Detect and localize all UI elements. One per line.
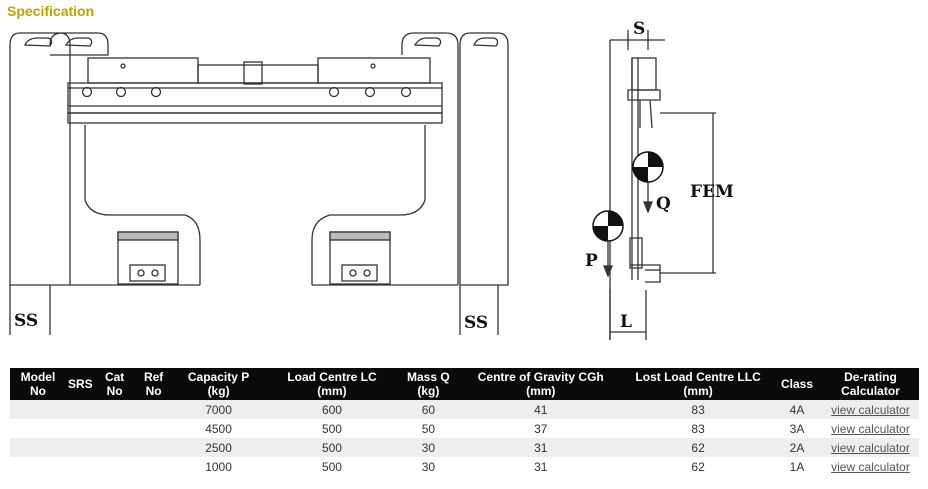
cell-load-centre: 500 — [264, 419, 400, 438]
cell-load-centre: 500 — [264, 457, 400, 476]
cell-class: 4A — [772, 400, 822, 419]
cell-model — [10, 457, 66, 476]
cell-srs — [65, 457, 95, 476]
cell-model — [10, 400, 66, 419]
label-ss-left: SS — [14, 311, 38, 331]
cog-symbol-q — [632, 151, 664, 183]
cell-ref — [134, 457, 173, 476]
cell-cat — [94, 400, 135, 419]
table-row: 4500 500 50 37 83 3A view calculator — [10, 419, 919, 438]
label-l: L — [620, 312, 632, 332]
cell-srs — [65, 438, 95, 457]
cell-mass: 50 — [399, 419, 458, 438]
cell-model — [10, 419, 66, 438]
cell-class: 2A — [772, 438, 822, 457]
cell-cat — [94, 457, 135, 476]
cell-mass: 30 — [399, 457, 458, 476]
cell-capacity: 7000 — [172, 400, 265, 419]
label-s: S — [633, 19, 645, 39]
cell-class: 3A — [772, 419, 822, 438]
cell-ref — [134, 419, 173, 438]
cell-ref — [134, 400, 173, 419]
cell-mass: 30 — [399, 438, 458, 457]
header-class: Class — [772, 368, 822, 400]
cell-llc: 62 — [624, 457, 772, 476]
label-ss-right: SS — [464, 313, 488, 333]
label-fem: FEM — [690, 182, 734, 202]
header-load-centre: Load Centre LC(mm) — [264, 368, 400, 400]
header-capacity: Capacity P(kg) — [172, 368, 265, 400]
cell-llc: 83 — [624, 419, 772, 438]
front-view — [9, 32, 509, 335]
cell-mass: 60 — [399, 400, 458, 419]
label-q: Q — [656, 194, 671, 214]
view-calculator-link[interactable]: view calculator — [831, 421, 910, 436]
table-row: 2500 500 30 31 62 2A view calculator — [10, 438, 919, 457]
cog-symbol-p — [592, 210, 624, 242]
cell-capacity: 4500 — [172, 419, 265, 438]
cell-ref — [134, 438, 173, 457]
view-calculator-link[interactable]: view calculator — [831, 402, 910, 417]
header-cog: Centre of Gravity CGh(mm) — [457, 368, 625, 400]
cell-capacity: 2500 — [172, 438, 265, 457]
cell-model — [10, 438, 66, 457]
label-p: P — [585, 251, 598, 271]
table-row: 7000 600 60 41 83 4A view calculator — [10, 400, 919, 419]
cell-cog: 31 — [457, 438, 625, 457]
cell-load-centre: 500 — [264, 438, 400, 457]
view-calculator-link[interactable]: view calculator — [831, 440, 910, 455]
cell-cog: 31 — [457, 457, 625, 476]
cell-load-centre: 600 — [264, 400, 400, 419]
page-title: Specification — [7, 3, 95, 19]
cell-llc: 83 — [624, 400, 772, 419]
cell-cog: 37 — [457, 419, 625, 438]
cell-class: 1A — [772, 457, 822, 476]
cell-srs — [65, 419, 95, 438]
cell-capacity: 1000 — [172, 457, 265, 476]
specification-drawing: SS SS S FEM Q P L — [9, 19, 734, 340]
cell-llc: 62 — [624, 438, 772, 457]
cell-cat — [94, 419, 135, 438]
table-row: 1000 500 30 31 62 1A view calculator — [10, 457, 919, 476]
cell-cog: 41 — [457, 400, 625, 419]
cell-cat — [94, 438, 135, 457]
header-llc: Lost Load Centre LLC(mm) — [624, 368, 772, 400]
header-mass: Mass Q(kg) — [399, 368, 458, 400]
cell-srs — [65, 400, 95, 419]
view-calculator-link[interactable]: view calculator — [831, 459, 910, 474]
header-srs: SRS — [65, 368, 95, 400]
